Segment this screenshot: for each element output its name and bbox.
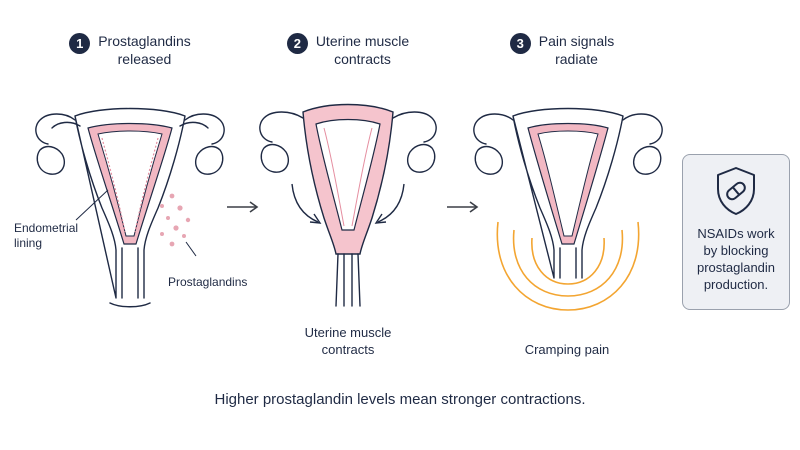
arrow-right-icon <box>227 201 259 213</box>
step-2-number: 2 <box>286 33 308 54</box>
pain-ripples <box>496 221 640 311</box>
footer-summary: Higher prostaglandin levels mean stronge… <box>214 391 586 408</box>
step-1-number: 1 <box>69 33 91 54</box>
uterus-illustration-2 <box>259 103 437 307</box>
step-3-header: 3 Pain signals radiate <box>462 32 662 68</box>
step-3-number: 3 <box>509 33 531 54</box>
shield-pill-icon <box>717 167 755 215</box>
prostaglandins-label: Prostaglandins <box>168 275 248 289</box>
step-1-header: 1 Prostaglandins released <box>30 32 230 68</box>
uterus-illustration-3 <box>473 107 663 311</box>
uterus-illustration-1 <box>35 107 225 308</box>
uterine-contracts-caption: Uterine muscle contracts <box>304 325 392 357</box>
step-2-header: 2 Uterine muscle contracts <box>248 32 448 68</box>
nsaid-info-card: NSAIDs work by blocking prostaglandin pr… <box>682 154 790 310</box>
step-2-title: Uterine muscle contracts <box>315 33 410 67</box>
step-3-title: Pain signals radiate <box>538 33 615 67</box>
prostaglandin-dots <box>160 193 197 257</box>
step-1-title: Prostaglandins released <box>98 33 191 67</box>
nsaid-info-text: NSAIDs work by blocking prostaglandin pr… <box>696 226 776 292</box>
endometrial-lining-label: Endometrial lining <box>14 221 79 250</box>
cramping-pain-caption: Cramping pain <box>524 342 610 357</box>
arrow-right-icon <box>447 201 479 213</box>
